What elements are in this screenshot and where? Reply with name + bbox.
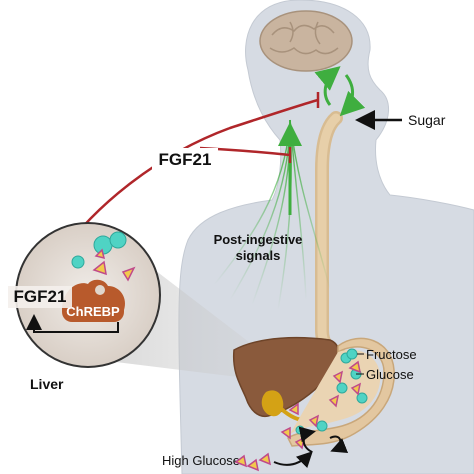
high-glucose-triangles	[234, 452, 272, 472]
fgf21-lower-label-bg	[8, 286, 72, 308]
fgf21-label-bg	[152, 148, 218, 170]
liver-icon	[232, 337, 340, 418]
fgf21-lower-label: FGF21	[14, 287, 67, 306]
brain-feedback-arrows	[314, 66, 366, 117]
glucose-label: Glucose	[366, 367, 414, 382]
fructose-label: Fructose	[366, 347, 417, 362]
chrebp-protein-icon	[62, 279, 126, 322]
brain-icon	[259, 10, 353, 72]
sugar-label: Sugar	[408, 112, 446, 128]
post-ingestive-label-line2: signals	[236, 248, 281, 263]
chrebp-label: ChREBP	[66, 304, 120, 319]
liver-label: Liver	[30, 376, 64, 392]
fgf21-upper-label: FGF21	[159, 150, 212, 169]
high-glucose-label: High Glucose	[162, 453, 240, 468]
chrebp-gene-arrow	[26, 314, 119, 333]
post-ingestive-label-line1: Post-ingestive	[214, 232, 303, 247]
gut-cycle-arrows	[298, 426, 349, 453]
high-glucose-arrow	[273, 451, 313, 469]
sugar-legend: Fructose Glucose	[346, 347, 417, 382]
